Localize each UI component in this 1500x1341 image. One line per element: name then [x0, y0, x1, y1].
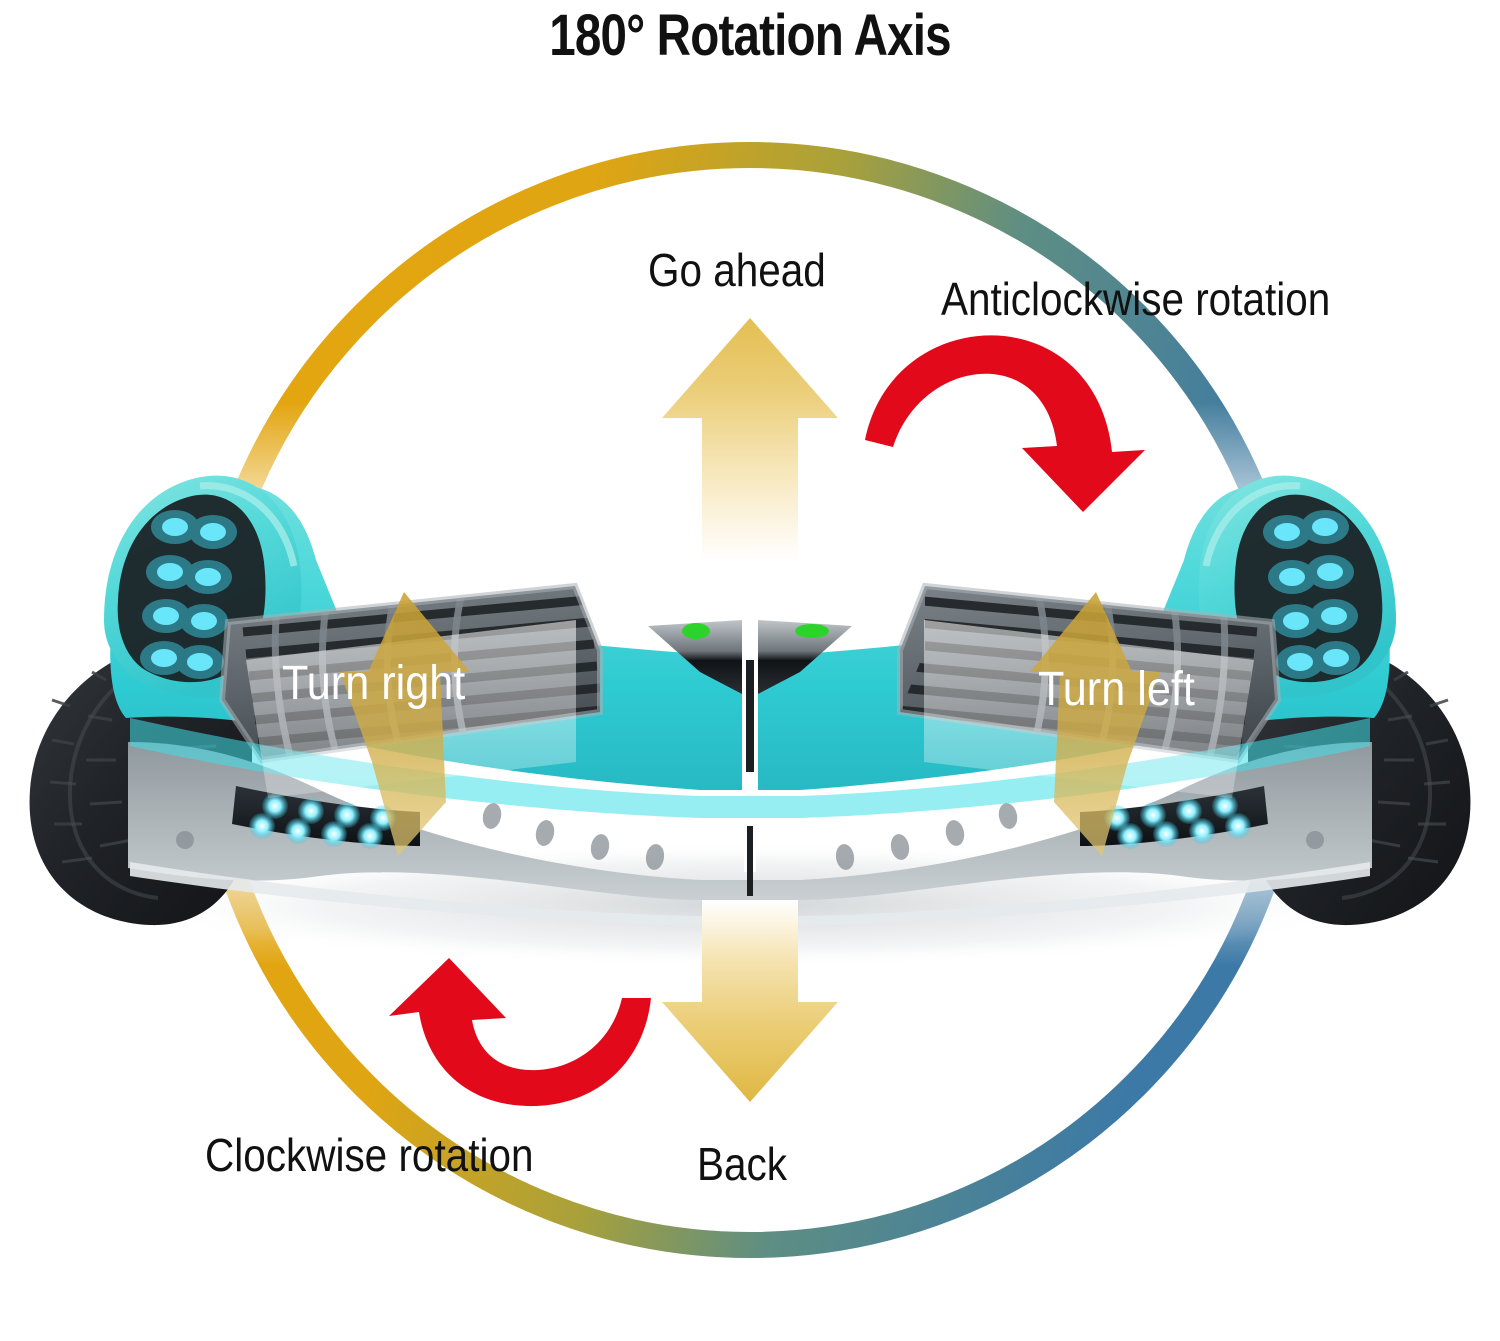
status-led-green-left: [682, 623, 710, 639]
label-turn-left: Turn left: [1038, 663, 1195, 716]
label-back: Back: [697, 1138, 787, 1190]
side-led-strip-left: [140, 510, 237, 679]
label-anticlockwise-rotation: Anticlockwise rotation: [941, 273, 1331, 325]
label-turn-right: Turn right: [282, 657, 466, 710]
label-go-ahead: Go ahead: [648, 244, 826, 296]
page-title: 180° Rotation Axis: [549, 3, 951, 68]
chassis-details: [176, 803, 1324, 870]
side-led-strip-right: [1263, 510, 1360, 679]
center-sensor-right: [758, 620, 852, 694]
status-led-green-right: [795, 624, 829, 638]
center-sensor-left: [648, 620, 742, 694]
chassis-underside: [128, 742, 1372, 900]
center-split-line: [744, 612, 756, 896]
label-clockwise-rotation: Clockwise rotation: [205, 1129, 534, 1181]
